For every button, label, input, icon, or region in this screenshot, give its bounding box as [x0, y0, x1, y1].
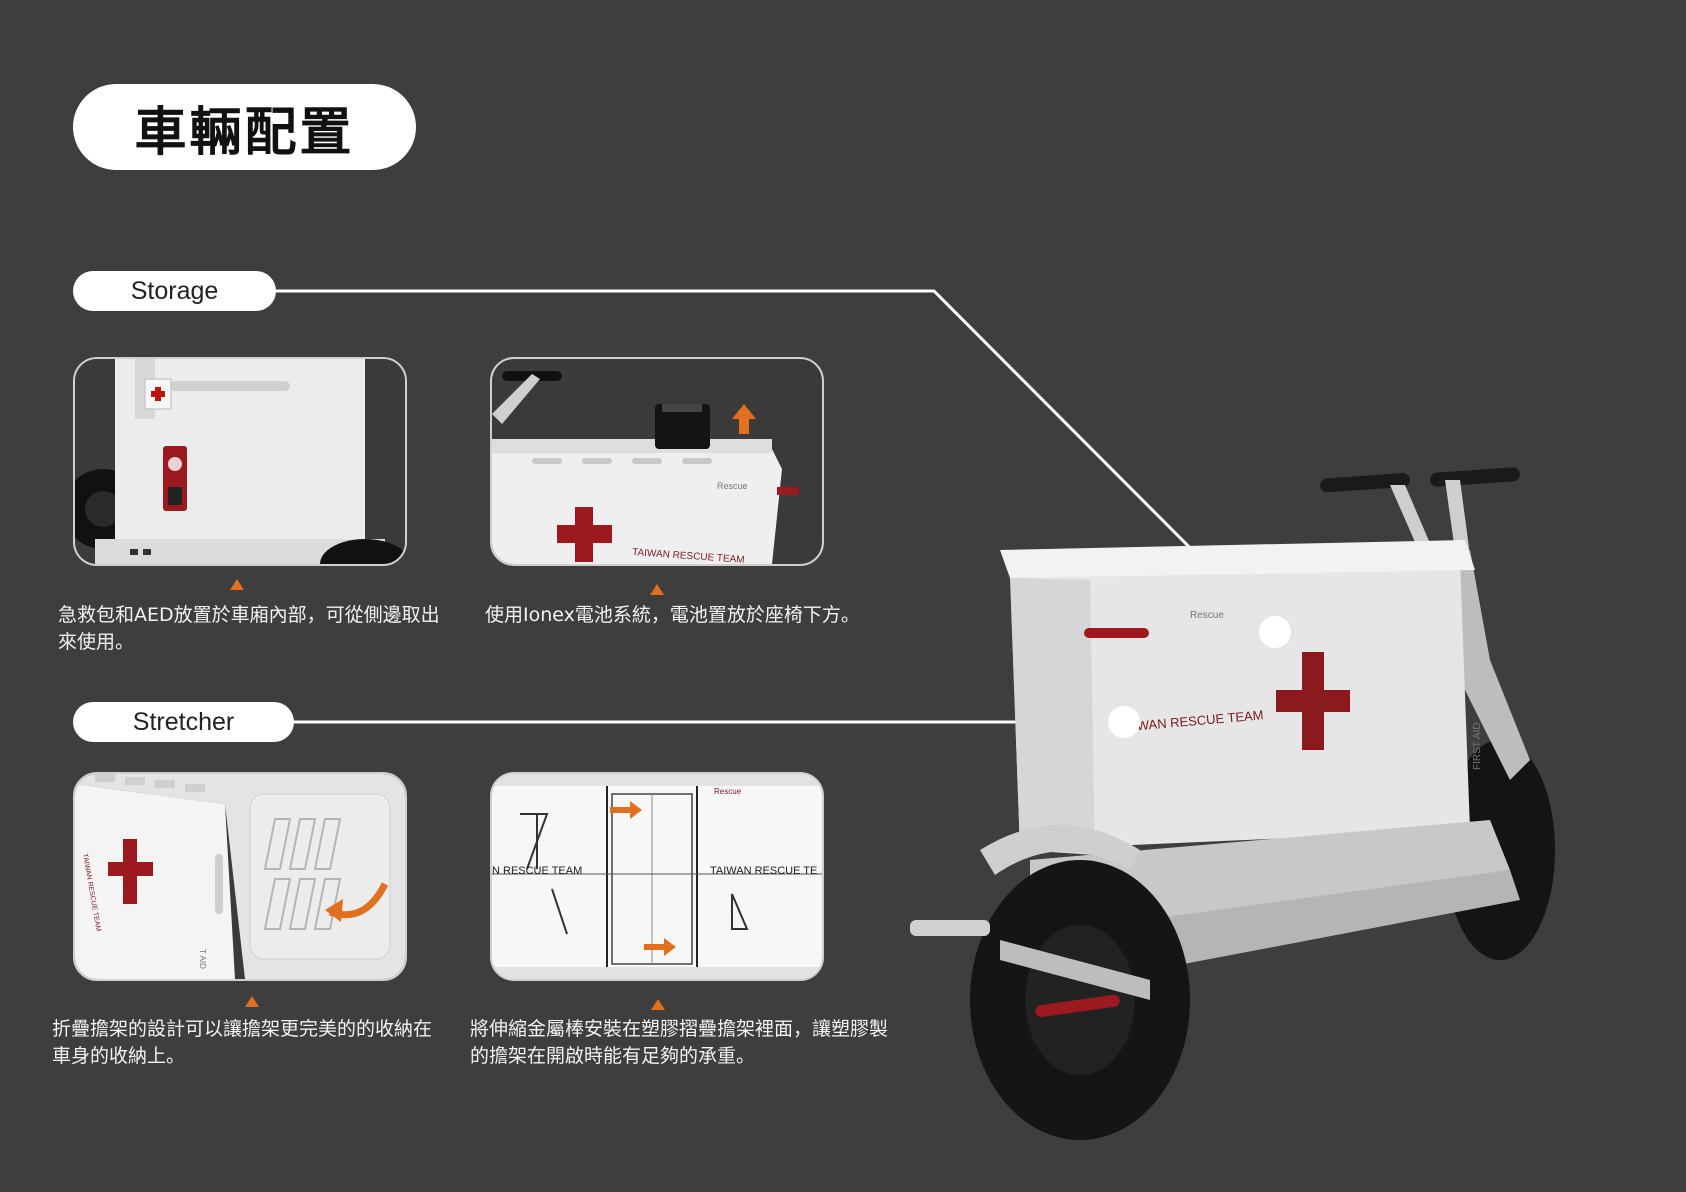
- vehicle-rescue-text: Rescue: [1190, 610, 1224, 621]
- storage-leader-line: [276, 289, 1277, 635]
- battery-rescue-text: Rescue: [717, 481, 748, 491]
- red-cross-horizontal: [1276, 690, 1350, 712]
- page-title: 車輛配置: [73, 84, 416, 170]
- stretcher-section-label: Stretcher: [73, 702, 294, 742]
- rods-left-text: N RESCUE TEAM: [492, 865, 582, 877]
- rods-caption: 將伸縮金屬棒安裝在塑膠摺疊擔架裡面，讓塑膠製的擔架在開啟時能有足夠的承重。: [470, 1018, 889, 1067]
- rods-right-text: TAIWAN RESCUE TE: [710, 865, 817, 877]
- rescue-scooter-render: TAIWAN RESCUE TEAM Rescue FIRST AID: [910, 467, 1555, 1140]
- front-fender: [980, 825, 1140, 875]
- battery-pointer-triangle: [650, 584, 664, 595]
- stretcher-leader-dot: [1108, 706, 1140, 738]
- fold-pointer-triangle: [245, 996, 259, 1007]
- aed-caption: 急救包和AED放置於車廂內部，可從側邊取出來使用。: [58, 604, 440, 653]
- storage-section-label: Storage: [73, 271, 276, 311]
- folding-stretcher-image: TAIWAN RESCUE TEAM T AID: [73, 772, 407, 981]
- fold-aid-text: T AID: [198, 949, 207, 969]
- page-title-text: 車輛配置: [134, 102, 355, 163]
- aed-storage-image: [73, 357, 407, 566]
- rods-pointer-triangle: [651, 999, 665, 1010]
- fold-caption: 折疊擔架的設計可以讓擔架更完美的的收納在車身的收納上。: [52, 1018, 433, 1067]
- telescopic-rods-image: N RESCUE TEAM TAIWAN RESCUE TE Rescue: [490, 772, 824, 981]
- battery-image: Rescue TAIWAN RESCUE TEAM: [490, 357, 824, 566]
- battery-caption: 使用Ionex電池系統，電池置放於座椅下方。: [485, 604, 860, 626]
- aed-pointer-triangle: [230, 579, 244, 590]
- rods-rescue-text: Rescue: [714, 787, 742, 796]
- storage-leader-dot: [1259, 616, 1291, 648]
- stretcher-label-text: Stretcher: [132, 707, 235, 736]
- vehicle-first-aid-text: FIRST AID: [1472, 722, 1483, 770]
- storage-label-text: Storage: [130, 276, 219, 305]
